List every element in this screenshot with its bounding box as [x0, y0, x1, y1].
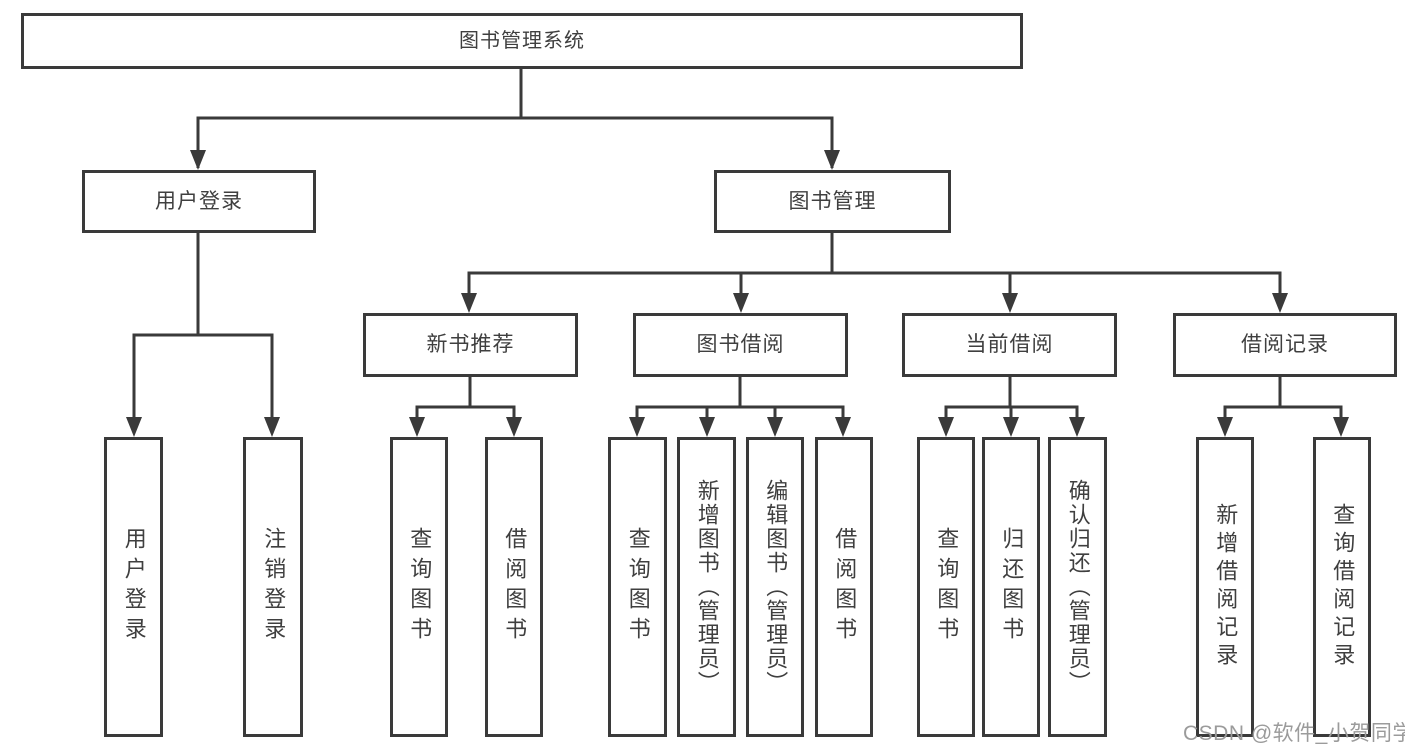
node-leaf-current-query-books: 查询图书	[917, 437, 975, 737]
node-borrowing-records: 借阅记录	[1173, 313, 1397, 377]
node-leaf-edit-book-admin: 编辑图书（管理员）	[746, 437, 804, 737]
node-current-borrowing: 当前借阅	[902, 313, 1117, 377]
node-library-management-system: 图书管理系统	[21, 13, 1023, 69]
node-leaf-confirm-return-admin: 确认归还（管理员）	[1048, 437, 1107, 737]
node-book-management: 图书管理	[714, 170, 951, 233]
node-leaf-add-book-admin: 新增图书（管理员）	[677, 437, 736, 737]
node-leaf-logout: 注销登录	[243, 437, 303, 737]
node-leaf-borrow-query-books: 查询图书	[608, 437, 667, 737]
node-user-login: 用户登录	[82, 170, 316, 233]
node-leaf-borrow-borrow-books: 借阅图书	[815, 437, 873, 737]
node-leaf-newrec-query-books: 查询图书	[390, 437, 448, 737]
watermark: CSDN @软件_小贺同学	[1183, 722, 1405, 745]
node-leaf-return-book: 归还图书	[982, 437, 1040, 737]
node-leaf-newrec-borrow-books: 借阅图书	[485, 437, 543, 737]
arrowheads	[126, 150, 1349, 437]
node-leaf-add-borrow-record: 新增借阅记录	[1196, 437, 1254, 737]
node-book-borrowing: 图书借阅	[633, 313, 848, 377]
node-leaf-user-login: 用户登录	[104, 437, 163, 737]
node-new-book-recommend: 新书推荐	[363, 313, 578, 377]
node-leaf-query-borrow-record: 查询借阅记录	[1313, 437, 1371, 737]
